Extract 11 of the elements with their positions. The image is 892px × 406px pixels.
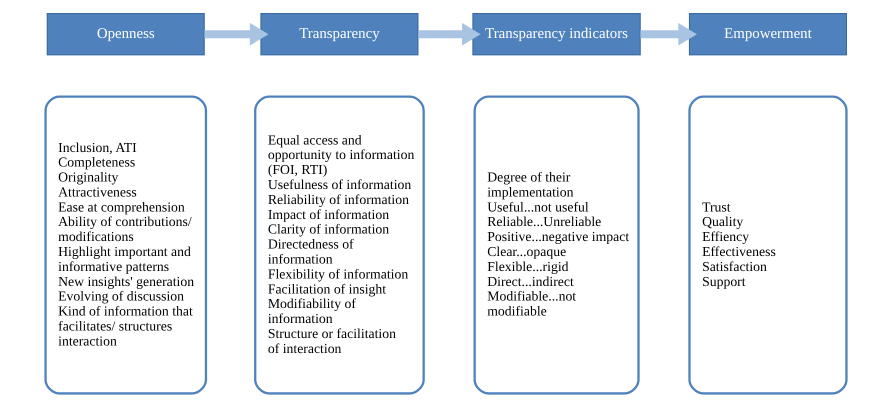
arrow (418, 22, 481, 46)
arrow (640, 22, 697, 46)
node-box: Openness (46, 12, 205, 55)
node-box: Degree of their implementation Useful...not useful Reliable...Unreliable Positive...negative impact Clear...opaque Flexible...rigid Direct...indirect Modifiable...not modifiable (474, 95, 640, 394)
node-box: Empowerment (688, 12, 848, 55)
node-box: Trust Quality Effiency Effectiveness Satisfaction Support (688, 95, 848, 394)
node-box: Equal access and opportunity to information (FOI, RTI) Usefulness of information Reliability of information Impact of information Clarity of information Directedness of information Flexibility of information Facilitation of insight Modifiability of information Structure or facilitation of interaction (254, 95, 425, 394)
node-box: Transparency (260, 12, 418, 55)
arrow (204, 22, 268, 46)
node-box: Inclusion, ATI Completeness Originality Attractiveness Ease at comprehension Ability of contributions/ modifications Highlight important and informative patterns New insights' generation Evolving of discussion Kind of information that facilitates/ structures interaction (44, 95, 208, 394)
node-box: Transparency indicators (472, 12, 641, 55)
